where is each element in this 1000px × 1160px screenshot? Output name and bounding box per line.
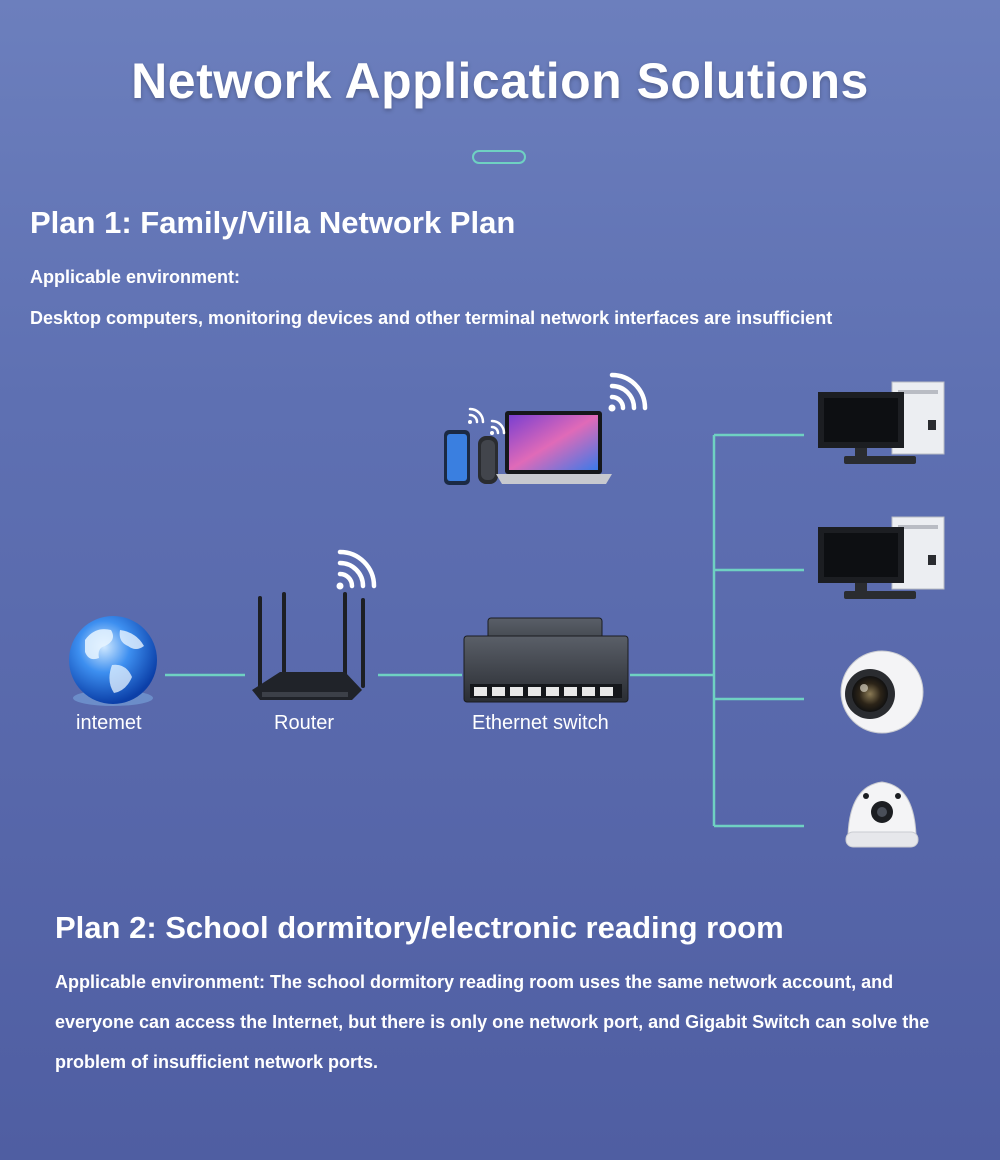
switch-icon xyxy=(463,617,629,703)
phone-icon xyxy=(444,430,470,485)
desktop-computer-icon xyxy=(818,516,945,599)
connection-lines xyxy=(165,433,804,828)
plan1-env-text: Desktop computers, monitoring devices an… xyxy=(30,308,833,328)
plan1-env-label: Applicable environment: xyxy=(30,267,241,287)
smart-speaker-icon xyxy=(478,436,498,484)
wifi-icon xyxy=(468,407,485,424)
panoramic-camera-icon xyxy=(840,650,924,734)
switch-label: Ethernet switch xyxy=(472,712,609,734)
title-divider xyxy=(472,150,526,164)
wifi-icon xyxy=(336,549,377,590)
router-icon xyxy=(252,592,365,700)
laptop-icon xyxy=(496,411,612,484)
plan2-heading: Plan 2: School dormitory/electronic read… xyxy=(55,910,784,945)
plan2-text: Applicable environment: The school dormi… xyxy=(55,972,930,1072)
desktop-computer-icon xyxy=(818,381,945,464)
wifi-icon xyxy=(608,372,648,412)
globe-icon xyxy=(69,616,157,706)
internet-label: intemet xyxy=(76,712,142,734)
router-label: Router xyxy=(274,712,335,734)
dome-camera-icon xyxy=(845,781,919,848)
wifi-icon xyxy=(490,419,506,435)
page-title: Network Application Solutions xyxy=(131,53,869,109)
plan1-heading: Plan 1: Family/Villa Network Plan xyxy=(30,205,516,240)
